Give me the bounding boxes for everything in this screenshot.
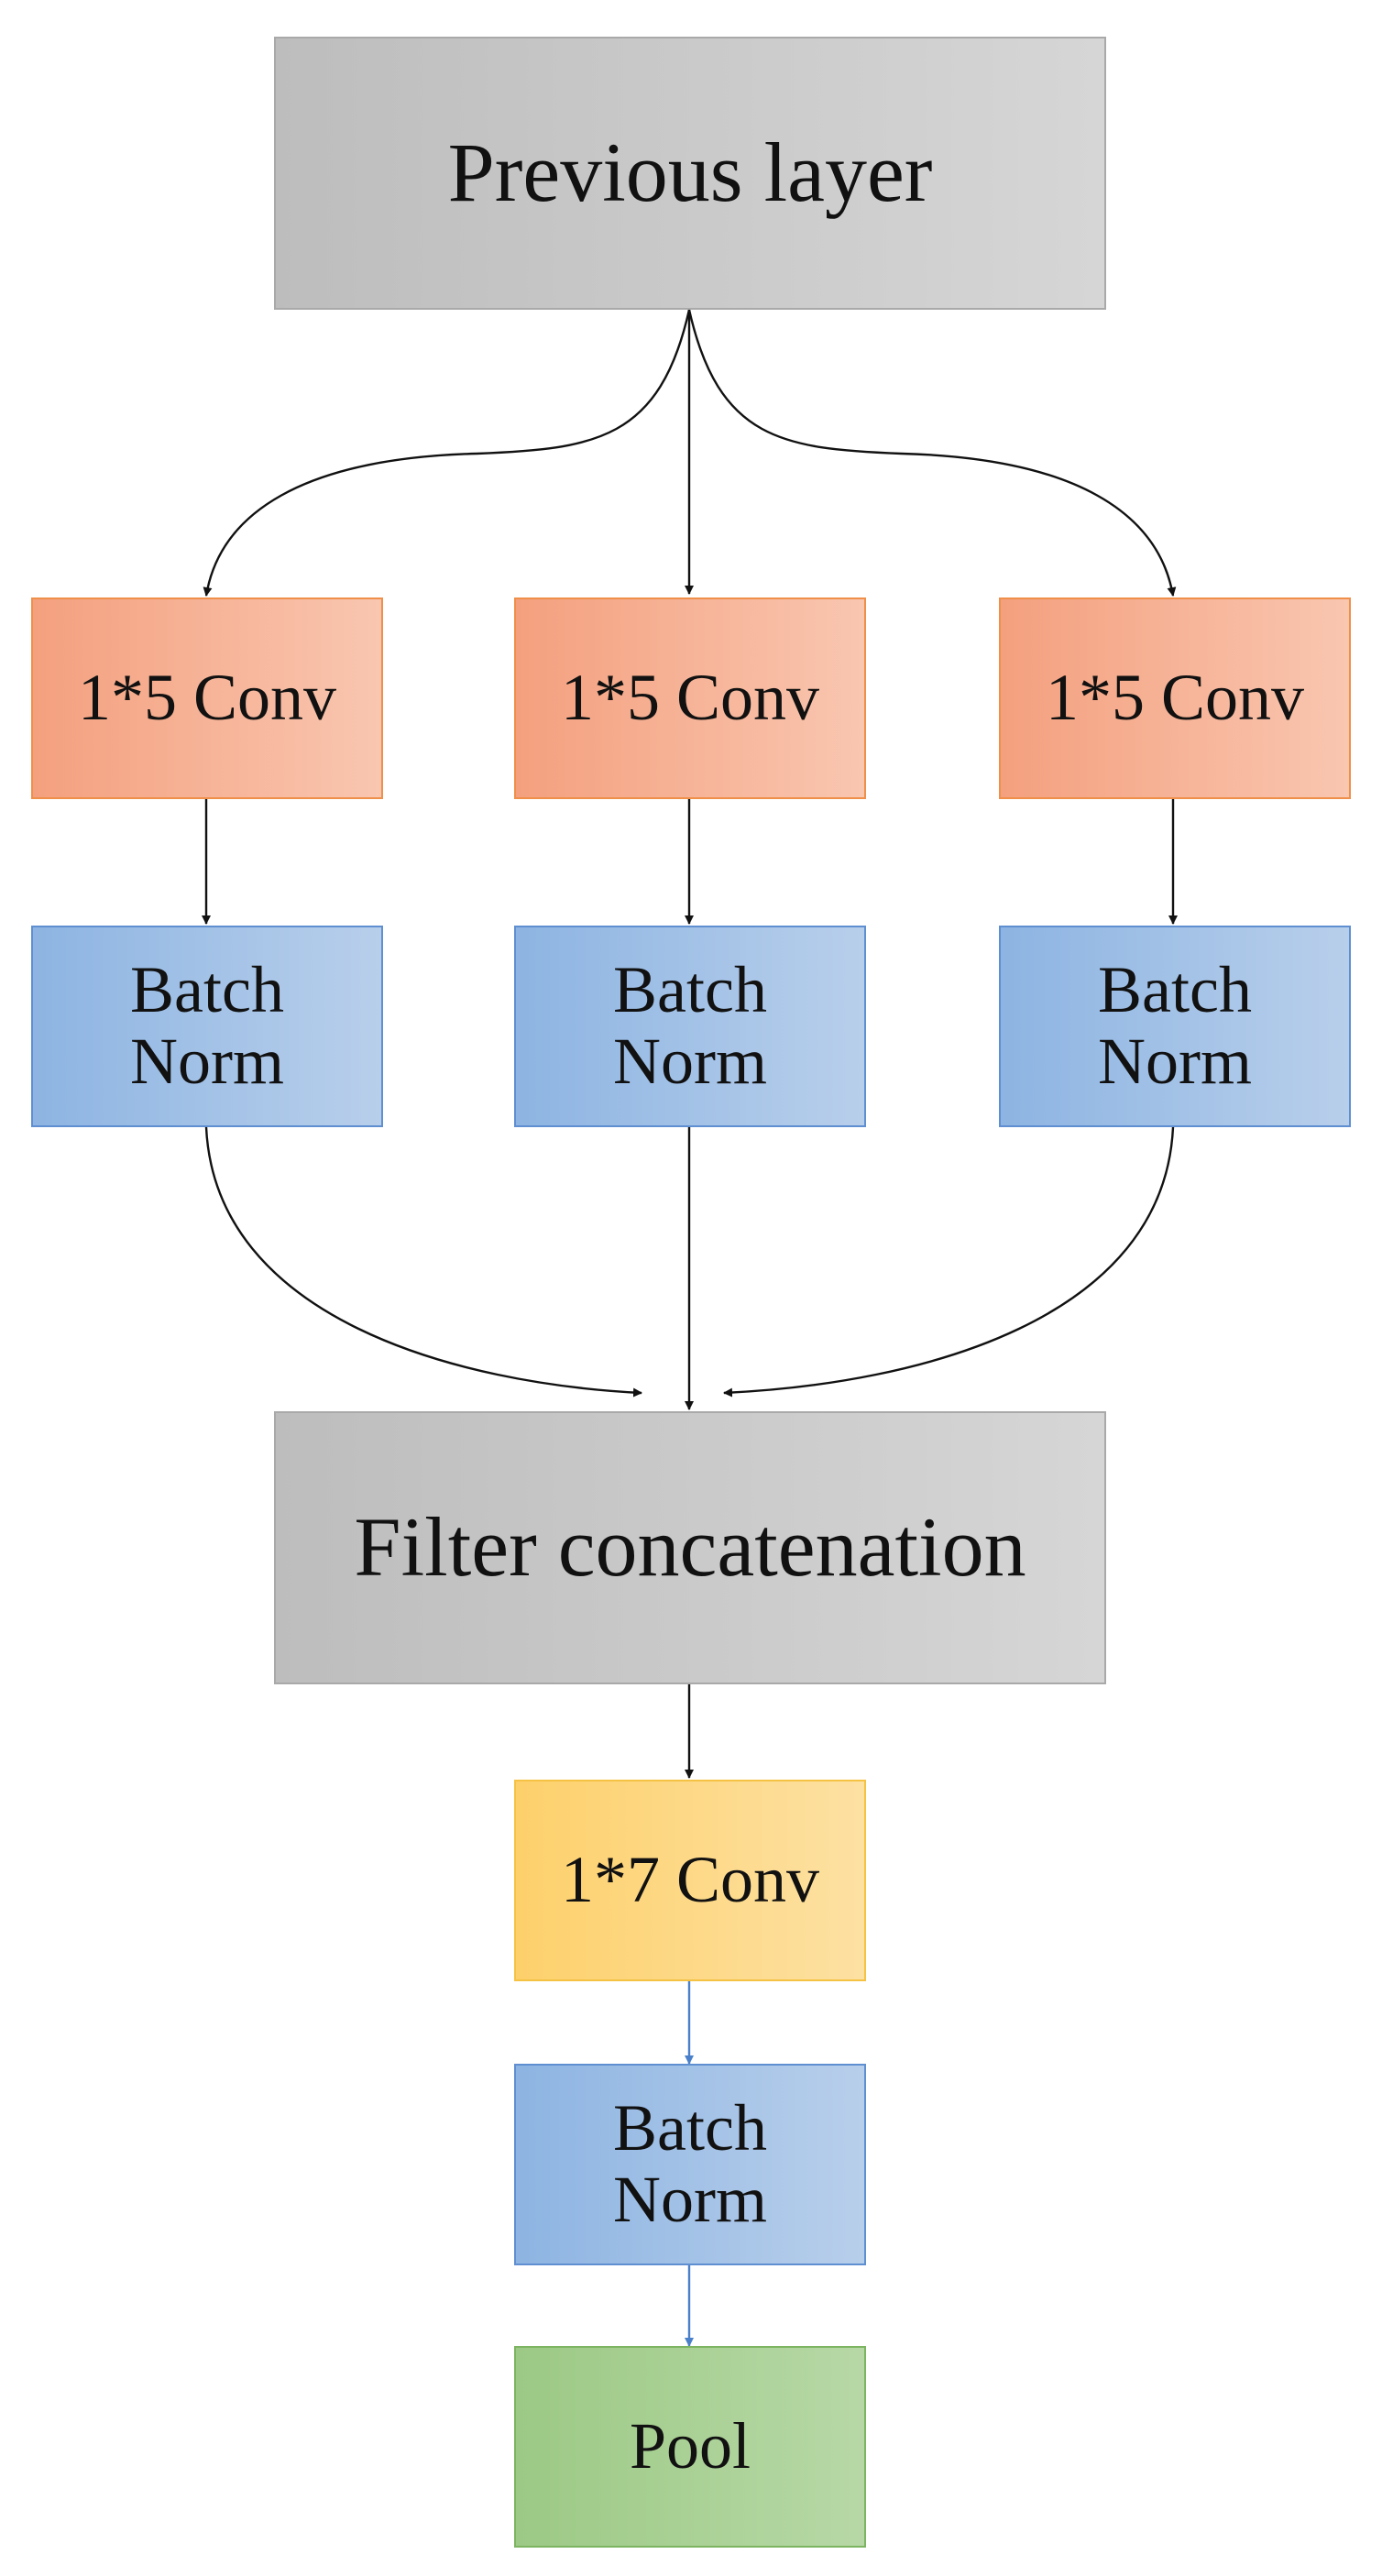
previous-layer-label: Previous layer: [447, 126, 933, 220]
edge-bn-right-to-filter-concat: [723, 1126, 1175, 1398]
conv-1x5-middle-label: 1*5 Conv: [560, 661, 820, 735]
pool-node: Pool: [514, 2346, 866, 2548]
conv-1x7-label: 1*7 Conv: [560, 1843, 820, 1917]
edge-bn-left-to-filter-concat: [204, 1126, 642, 1398]
batch-norm-bottom-label: Batch Norm: [613, 2091, 767, 2236]
filter-concatenation-node: Filter concatenation: [274, 1411, 1106, 1684]
conv-1x5-left-label: 1*5 Conv: [77, 661, 337, 735]
conv-1x5-right-label: 1*5 Conv: [1045, 661, 1305, 735]
batch-norm-left-label: Batch Norm: [130, 953, 284, 1098]
batch-norm-left-node: Batch Norm: [31, 926, 383, 1127]
previous-layer-node: Previous layer: [274, 37, 1106, 310]
conv-1x5-middle-node: 1*5 Conv: [514, 597, 866, 799]
batch-norm-middle-node: Batch Norm: [514, 926, 866, 1127]
edge-previous-to-conv-right: [687, 309, 1177, 597]
conv-1x5-left-node: 1*5 Conv: [31, 597, 383, 799]
conv-1x5-right-node: 1*5 Conv: [999, 597, 1351, 799]
edge-previous-to-conv-left: [203, 309, 691, 597]
batch-norm-bottom-node: Batch Norm: [514, 2064, 866, 2265]
pool-label: Pool: [629, 2409, 751, 2483]
batch-norm-right-label: Batch Norm: [1098, 953, 1252, 1098]
batch-norm-right-node: Batch Norm: [999, 926, 1351, 1127]
batch-norm-middle-label: Batch Norm: [613, 953, 767, 1098]
filter-concatenation-label: Filter concatenation: [354, 1500, 1026, 1595]
conv-1x7-node: 1*7 Conv: [514, 1780, 866, 1981]
